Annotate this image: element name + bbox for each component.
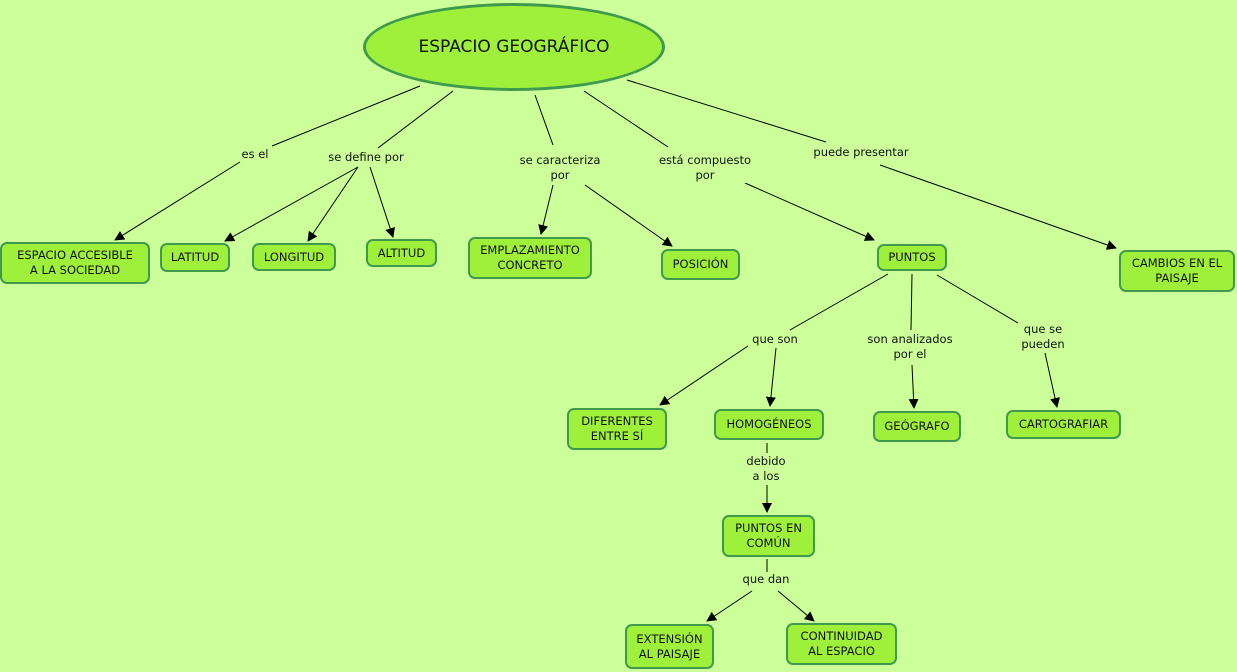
- node-homogeneos[interactable]: HOMOGÉNEOS: [714, 409, 824, 440]
- link-label-que-son: que son: [752, 332, 798, 347]
- node-extension-paisaje[interactable]: EXTENSIÓN AL PAISAJE: [625, 624, 714, 669]
- link-label-se-caracteriza-por: se caracteriza por: [519, 153, 601, 183]
- link-label-debido-a-los: debido a los: [746, 454, 786, 484]
- node-diferentes[interactable]: DIFERENTES ENTRE SÍ: [567, 408, 667, 450]
- link-label-se-define-por: se define por: [328, 150, 404, 165]
- node-emplazamiento[interactable]: EMPLAZAMIENTO CONCRETO: [468, 237, 592, 279]
- node-latitud[interactable]: LATITUD: [160, 243, 230, 272]
- node-espacio-accesible[interactable]: ESPACIO ACCESIBLE A LA SOCIEDAD: [0, 242, 150, 284]
- node-longitud[interactable]: LONGITUD: [252, 243, 336, 271]
- node-altitud[interactable]: ALTITUD: [366, 239, 437, 267]
- node-cambios-paisaje[interactable]: CAMBIOS EN EL PAISAJE: [1119, 250, 1235, 292]
- node-puntos-en-comun[interactable]: PUNTOS EN COMÚN: [722, 515, 815, 557]
- node-posicion[interactable]: POSICIÓN: [661, 249, 740, 280]
- node-geografo[interactable]: GEÓGRAFO: [873, 411, 961, 442]
- link-label-es-el: es el: [241, 147, 269, 162]
- root-concept-espacio-geografico[interactable]: ESPACIO GEOGRÁFICO: [363, 3, 665, 91]
- link-label-que-se-pueden: que se pueden: [1021, 322, 1065, 352]
- node-continuidad-espacio[interactable]: CONTINUIDAD AL ESPACIO: [786, 623, 897, 665]
- node-puntos[interactable]: PUNTOS: [877, 244, 947, 271]
- link-label-son-analizados: son analizados por el: [867, 332, 953, 362]
- link-label-que-dan: que dan: [742, 572, 790, 587]
- link-label-esta-compuesto-por: está compuesto por: [658, 153, 752, 183]
- link-label-puede-presentar: puede presentar: [813, 145, 909, 160]
- node-cartografiar[interactable]: CARTOGRAFIAR: [1006, 410, 1121, 439]
